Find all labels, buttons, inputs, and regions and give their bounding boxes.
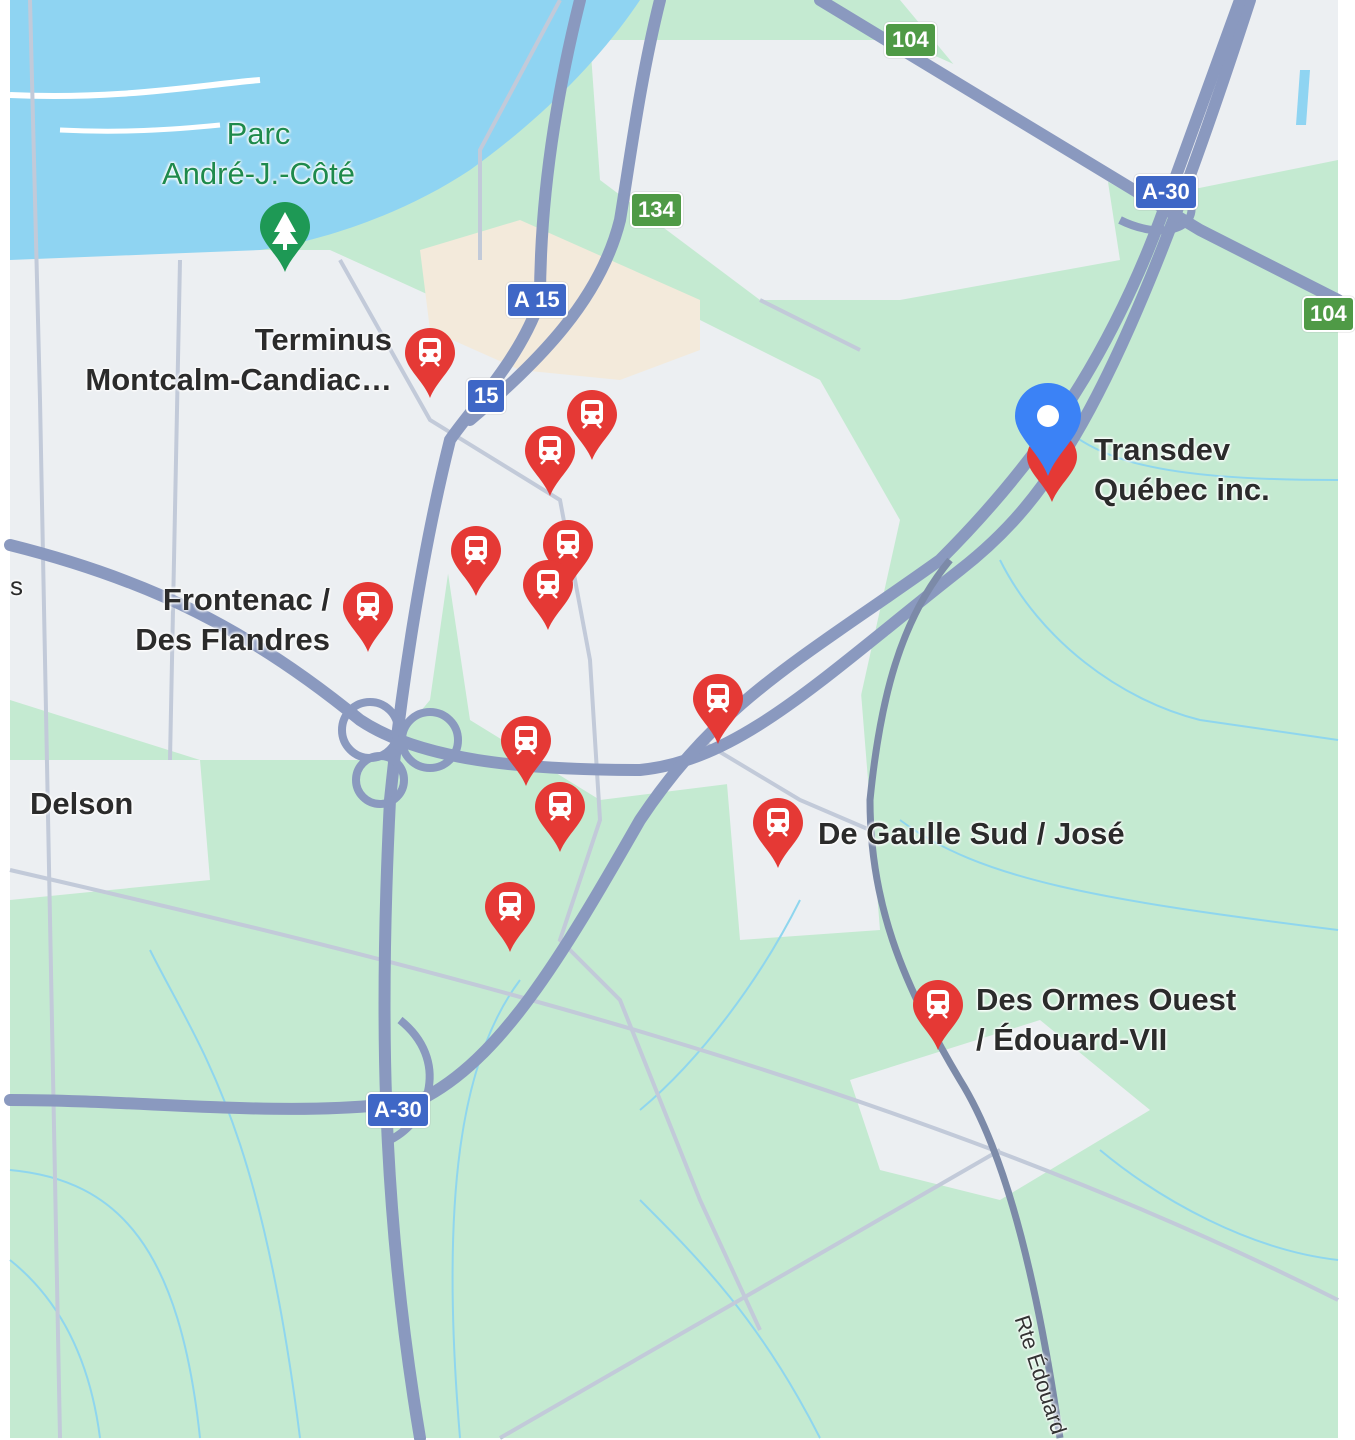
place-label-terminus[interactable]: Terminus Montcalm-Candiac… <box>85 322 392 397</box>
edge-strip <box>0 0 10 1438</box>
transit-icon <box>465 536 487 565</box>
park-label: Parc André-J.-Côté <box>162 116 355 191</box>
tree-icon <box>272 212 298 244</box>
transit-icon <box>539 436 561 465</box>
urban-area-delson <box>10 760 210 900</box>
transit-stop-pin[interactable] <box>402 326 458 400</box>
river-bank-line <box>9 77 261 99</box>
place-label-desormes[interactable]: Des Ormes Ouest / Édouard-VII <box>976 982 1237 1057</box>
edge-label: s <box>10 571 23 601</box>
route-104-shield-edge: 104 <box>1302 296 1355 332</box>
transit-stop-pin[interactable] <box>498 714 554 788</box>
transit-stop-pin[interactable] <box>520 558 576 632</box>
autoroute-30-shield-top: A-30 <box>1134 174 1198 210</box>
place-label-degaulle[interactable]: De Gaulle Sud / José <box>818 816 1125 851</box>
route-edouard-road <box>866 557 1064 1439</box>
river-bank-line <box>59 122 221 134</box>
transit-stop-pin[interactable] <box>448 524 504 598</box>
transit-stop-pin[interactable] <box>540 518 596 592</box>
location-pin-icon <box>1037 405 1059 427</box>
route-104-shield: 104 <box>884 22 937 58</box>
transit-stop-pin[interactable] <box>564 388 620 462</box>
transit-icon <box>557 530 579 559</box>
transit-icon <box>707 684 729 713</box>
autoroute-30-shield-bottom: A-30 <box>366 1092 430 1128</box>
route-134-shield: 134 <box>630 192 683 228</box>
highways <box>4 0 1344 1440</box>
interchanges <box>338 198 1196 1144</box>
urban-area-degaulle <box>720 680 880 940</box>
transit-icon <box>499 892 521 921</box>
route-15-shield: 15 <box>466 378 507 414</box>
transit-icon <box>549 792 571 821</box>
transit-stop-pin[interactable] <box>532 780 588 854</box>
transit-icon <box>581 400 603 429</box>
transit-stop-pin[interactable] <box>910 978 966 1052</box>
transit-stop-pin[interactable] <box>750 796 806 870</box>
transit-icon <box>927 990 949 1019</box>
transit-icon <box>767 808 789 837</box>
transit-stop-pin[interactable] <box>482 880 538 954</box>
transit-stop-pin[interactable] <box>340 580 396 654</box>
river-water <box>10 0 640 260</box>
urban-area-candiac <box>10 250 470 760</box>
place-label-transdev[interactable]: Transdev Québec inc. <box>1094 432 1270 507</box>
town-label-delson: Delson <box>30 786 134 821</box>
transit-icon <box>515 726 537 755</box>
transit-icon <box>419 338 441 367</box>
transit-icon <box>357 592 379 621</box>
minor-roads <box>9 0 1339 1440</box>
transit-stop-pin[interactable] <box>522 424 578 498</box>
streams <box>9 399 1339 1439</box>
transit-icon <box>537 570 559 599</box>
place-label-frontenac[interactable]: Frontenac / Des Flandres <box>135 582 330 657</box>
transit-stop-pin[interactable] <box>690 672 746 746</box>
urban-area-south <box>850 1020 1150 1200</box>
pond <box>1296 70 1310 125</box>
autoroute-15-shield: A 15 <box>506 282 568 318</box>
